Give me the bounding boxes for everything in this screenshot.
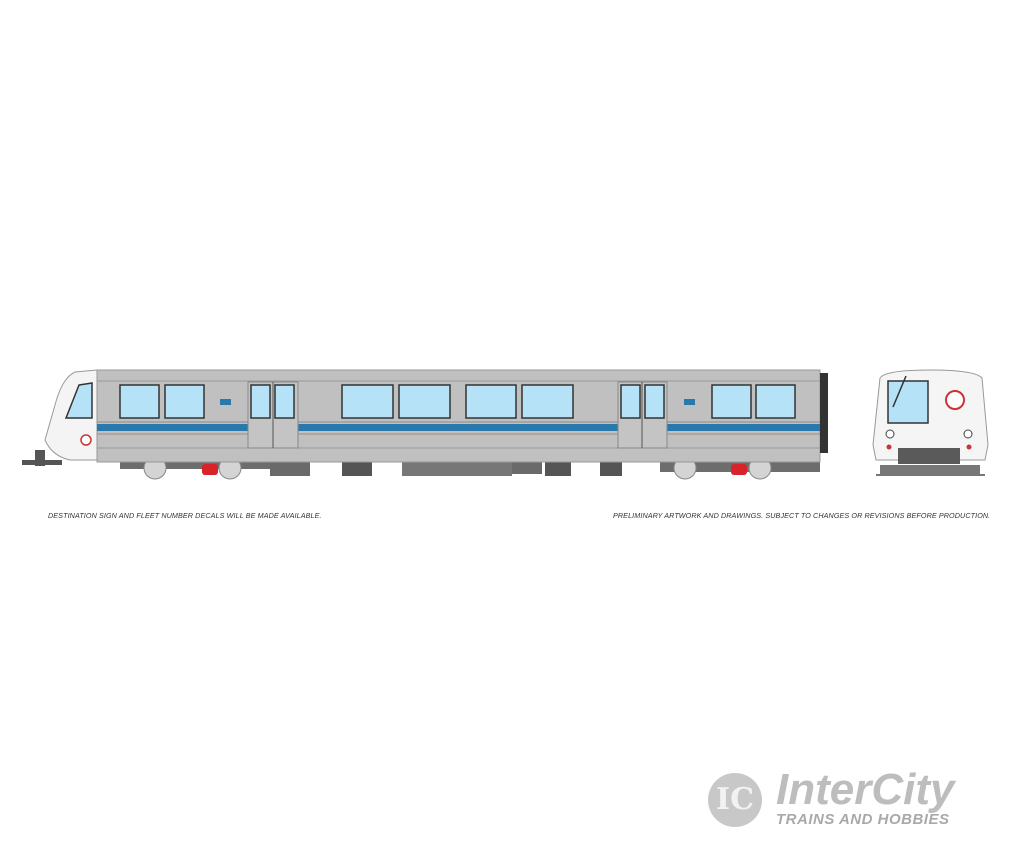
- red-truck-part: [731, 464, 747, 475]
- logo-name: InterCity: [776, 765, 955, 814]
- windows: [119, 384, 796, 419]
- intercity-logo: IC InterCity TRAINS AND HOBBIES: [708, 765, 998, 831]
- logo-tagline: TRAINS AND HOBBIES: [776, 811, 950, 828]
- ic-monogram: IC: [708, 773, 762, 827]
- decal-note: DESTINATION SIGN AND FLEET NUMBER DECALS…: [48, 511, 322, 520]
- cab-window: [64, 382, 93, 419]
- preliminary-note: PRELIMINARY ARTWORK AND DRAWINGS. SUBJEC…: [613, 511, 991, 520]
- side-view-car: [22, 369, 828, 480]
- emblem: [80, 434, 92, 446]
- front-window: [887, 380, 929, 424]
- front-view-car: [872, 369, 989, 476]
- wiper: [892, 375, 907, 408]
- bart-logo: [220, 399, 231, 405]
- bart-logo: [684, 399, 695, 405]
- emblem: [945, 390, 965, 410]
- red-truck-part: [202, 464, 218, 475]
